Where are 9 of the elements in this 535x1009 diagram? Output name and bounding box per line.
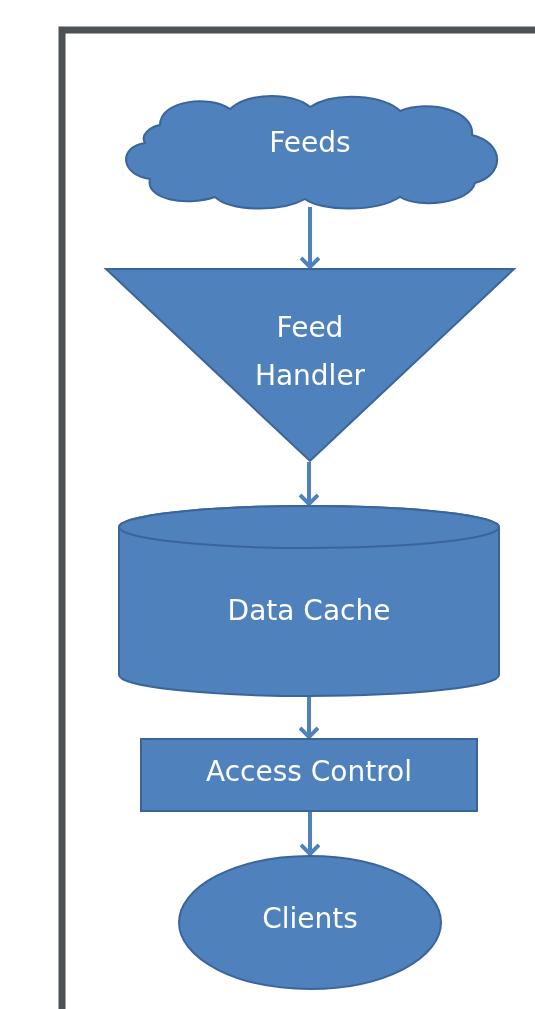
arrow <box>299 207 321 269</box>
node-label: Clients <box>262 901 358 937</box>
arrow <box>298 462 320 506</box>
arrow <box>298 697 320 739</box>
node-label: Feeds <box>269 125 351 161</box>
node-label: Access Control <box>206 754 412 790</box>
node-label: Feed Handler <box>253 310 367 394</box>
arrow <box>299 812 321 856</box>
node-label: Data Cache <box>227 593 391 629</box>
